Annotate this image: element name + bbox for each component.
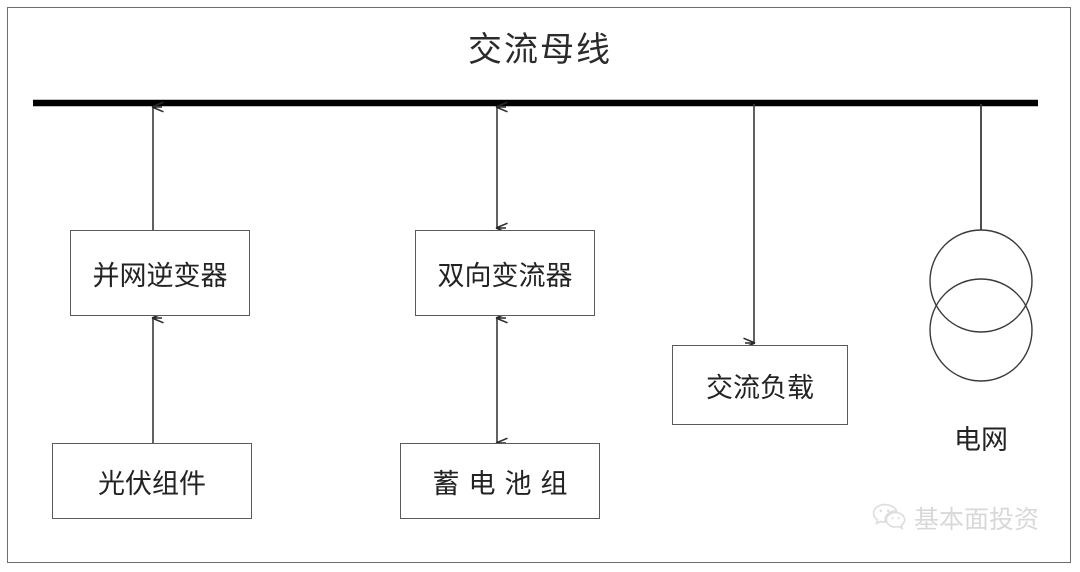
node-grid-tied-inverter[interactable]: 并网逆变器 [70,230,250,316]
node-label: 双向变流器 [437,260,573,292]
node-battery-pack[interactable]: 蓄电池组 [400,443,600,519]
node-label: 光伏组件 [98,468,206,500]
bus-title: 交流母线 [468,30,612,70]
node-ac-load[interactable]: 交流负载 [672,345,848,425]
watermark: 基本面投资 [872,500,1039,536]
watermark-text: 基本面投资 [914,505,1040,534]
node-pv-modules[interactable]: 光伏组件 [52,443,252,519]
wechat-icon [872,503,906,530]
node-label: 并网逆变器 [92,260,228,292]
node-label: 蓄电池组 [432,468,577,500]
node-label: 交流负载 [706,372,814,404]
node-bidirectional-converter[interactable]: 双向变流器 [415,230,595,316]
grid-label: 电网 [954,425,1008,456]
